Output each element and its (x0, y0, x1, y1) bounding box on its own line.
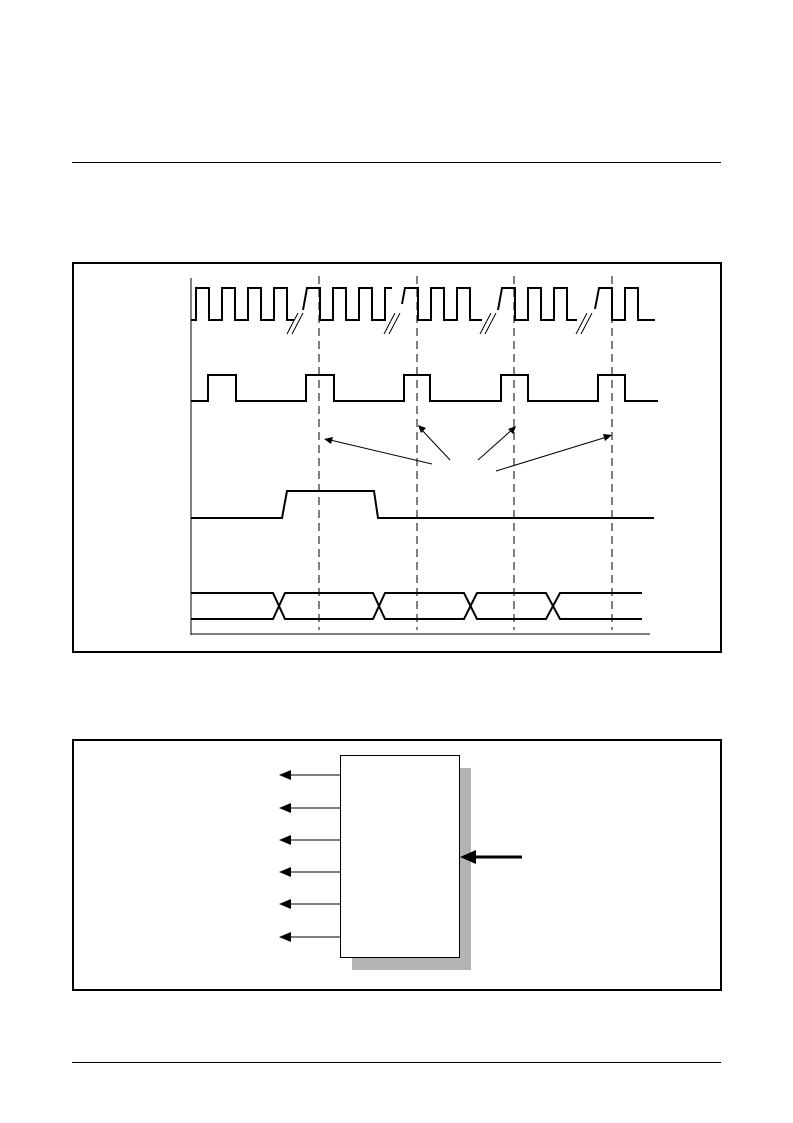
break-mark-4b (580, 312, 593, 335)
break-mark-3a (479, 312, 492, 335)
bus-signal-upper (191, 592, 642, 620)
top-rule (72, 162, 721, 163)
annotation-arrow-1 (325, 438, 433, 465)
timing-diagram-frame (72, 262, 722, 653)
annotation-arrow-4 (495, 435, 611, 472)
annotation-arrow-3 (477, 427, 515, 461)
clock-signal-seg3 (401, 287, 482, 321)
output-arrow-head-3 (279, 835, 291, 845)
arrow-head-1 (324, 437, 333, 444)
annotation-arrow-2 (419, 427, 451, 461)
output-arrow-head-5 (279, 899, 291, 909)
output-arrow-head-2 (279, 803, 291, 813)
break-mark-1a (286, 312, 299, 335)
break-mark-2b (388, 312, 401, 335)
break-mark-1b (291, 312, 304, 335)
bottom-rule (72, 1062, 721, 1063)
function-block (340, 755, 460, 958)
timing-diagram (190, 276, 658, 635)
pulse-signal (191, 374, 658, 402)
block-diagram (279, 755, 522, 970)
enable-signal (191, 490, 654, 519)
output-arrows (279, 770, 340, 942)
break-mark-2a (383, 312, 396, 335)
block-diagram-frame (72, 739, 722, 991)
clock-signal-seg4 (497, 287, 577, 321)
clock-signal-seg2 (302, 287, 392, 321)
output-arrow-head-1 (279, 770, 291, 780)
clock-signal-seg5 (594, 287, 655, 321)
clock-signal (191, 287, 294, 321)
output-arrow-head-4 (279, 867, 291, 877)
arrow-head-4 (603, 434, 612, 441)
bus-signal-lower (191, 592, 642, 620)
break-mark-3b (484, 312, 497, 335)
break-mark-4a (575, 312, 588, 335)
arrow-head-2 (418, 425, 426, 433)
arrow-head-3 (508, 426, 516, 434)
input-arrow-head (460, 850, 476, 864)
output-arrow-head-6 (279, 932, 291, 942)
